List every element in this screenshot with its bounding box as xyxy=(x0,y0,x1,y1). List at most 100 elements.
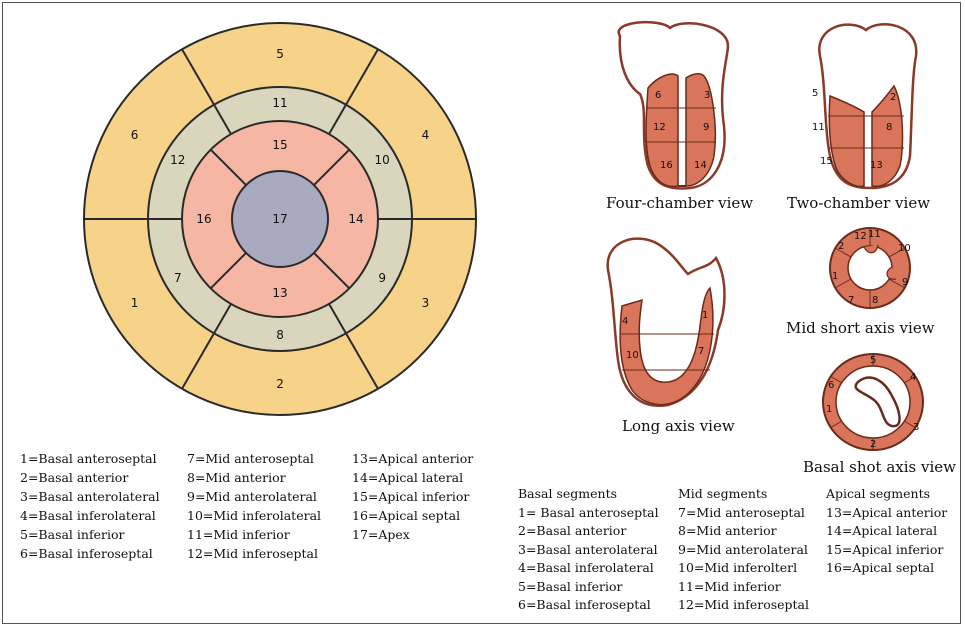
segment-label: 6 xyxy=(828,380,834,391)
segment-label: 1 xyxy=(826,404,832,415)
segment-label: 11 xyxy=(812,122,825,133)
long-axis-caption: Long axis view xyxy=(622,417,735,435)
legend-item: 5=Basal inferior xyxy=(20,525,160,544)
legend-item: 6=Basal inferoseptal xyxy=(518,596,659,615)
right-legend-basal: Basal segments 1= Basal anteroseptal 2=B… xyxy=(518,485,659,615)
segment-label: 12 xyxy=(653,122,666,133)
segment-label: 15 xyxy=(820,156,833,167)
two-chamber-view: 5 2 11 8 15 13 xyxy=(800,16,930,196)
legend-item: 16=Apical septal xyxy=(826,559,947,578)
segment-label: 5 xyxy=(870,355,876,366)
legend-item: 2=Basal anterior xyxy=(518,522,659,541)
segment-number-label: 3 xyxy=(422,296,430,310)
four-chamber-caption: Four-chamber view xyxy=(606,194,753,212)
legend-item: 15=Apical inferior xyxy=(352,487,473,506)
basal-short-axis-caption: Basal shot axis view xyxy=(803,458,956,476)
segment-label: 1 xyxy=(702,310,708,321)
segment-label: 4 xyxy=(622,316,628,327)
legend-item: 7=Mid anteroseptal xyxy=(678,504,809,523)
long-axis-view: 4 1 10 7 xyxy=(598,230,748,419)
segment-number-label: 17 xyxy=(272,212,287,226)
segment-number-label: 4 xyxy=(422,128,430,142)
legend-item: 10=Mid inferolateral xyxy=(187,506,321,525)
four-chamber-view: 6 3 12 9 16 14 xyxy=(600,16,740,196)
legend-item: 9=Mid anterolateral xyxy=(187,487,321,506)
segment-number-label: 7 xyxy=(174,271,182,285)
segment-number-label: 8 xyxy=(276,328,284,342)
segment-label: 10 xyxy=(626,350,639,361)
segment-label: 7 xyxy=(698,346,704,357)
segment-number-label: 6 xyxy=(131,128,139,142)
segment-number-label: 14 xyxy=(348,212,363,226)
legend-item: 8=Mid anterior xyxy=(187,468,321,487)
mid-short-axis-caption: Mid short axis view xyxy=(786,319,935,337)
legend-column-basal: 1=Basal anteroseptal 2=Basal anterior 3=… xyxy=(20,449,160,563)
segment-number-label: 10 xyxy=(375,153,390,167)
segment-label: 11 xyxy=(868,229,881,240)
legend-item: 4=Basal inferolateral xyxy=(518,559,659,578)
legend-item: 3=Basal anterolateral xyxy=(20,487,160,506)
legend-item: 4=Basal inferolateral xyxy=(20,506,160,525)
two-chamber-caption: Two-chamber view xyxy=(787,194,930,212)
segment-label: 8 xyxy=(886,122,892,133)
legend-header: Basal segments xyxy=(518,485,659,504)
segment-label: 2 xyxy=(838,241,844,252)
legend-item: 8=Mid anterior xyxy=(678,522,809,541)
legend-item: 10=Mid inferolterl xyxy=(678,559,809,578)
right-legend-apical: Apical segments 13=Apical anterior 14=Ap… xyxy=(826,485,947,578)
segment-label: 12 xyxy=(854,231,867,242)
segment-label: 9 xyxy=(703,122,709,133)
legend-header: Mid segments xyxy=(678,485,809,504)
segment-number-label: 1 xyxy=(131,296,139,310)
segment-number-label: 16 xyxy=(196,212,211,226)
segment-label: 10 xyxy=(898,243,911,254)
basal-short-axis-view: 5 6 4 1 3 2 xyxy=(818,350,928,460)
segment-label: 9 xyxy=(902,277,908,288)
legend-item: 5=Basal inferior xyxy=(518,578,659,597)
segment-label: 7 xyxy=(848,295,854,306)
segment-number-label: 5 xyxy=(276,47,284,61)
legend-item: 9=Mid anterolateral xyxy=(678,541,809,560)
segment-number-label: 11 xyxy=(272,96,287,110)
segment-label: 2 xyxy=(870,439,876,450)
legend-item: 13=Apical anterior xyxy=(352,449,473,468)
segment-label: 3 xyxy=(913,422,919,433)
legend-item: 11=Mid inferior xyxy=(187,525,321,544)
segment-label: 6 xyxy=(655,90,661,101)
legend-item: 17=Apex xyxy=(352,525,473,544)
segment-number-label: 13 xyxy=(272,286,287,300)
legend-item: 16=Apical septal xyxy=(352,506,473,525)
legend-column-apical: 13=Apical anterior 14=Apical lateral 15=… xyxy=(352,449,473,544)
segment-number-label: 12 xyxy=(170,153,185,167)
segment-label: 5 xyxy=(812,88,818,99)
legend-item: 1= Basal anteroseptal xyxy=(518,504,659,523)
segment-label: 16 xyxy=(660,160,673,171)
legend-item: 12=Mid inferoseptal xyxy=(678,596,809,615)
right-legend-mid: Mid segments 7=Mid anteroseptal 8=Mid an… xyxy=(678,485,809,615)
legend-item: 12=Mid inferoseptal xyxy=(187,544,321,563)
legend-item: 7=Mid anteroseptal xyxy=(187,449,321,468)
legend-item: 15=Apical inferior xyxy=(826,541,947,560)
segment-label: 13 xyxy=(870,160,883,171)
bullseye-diagram: 1234567891011121314151617 xyxy=(80,14,480,424)
segment-number-label: 9 xyxy=(378,271,386,285)
legend-item: 11=Mid inferior xyxy=(678,578,809,597)
mid-short-axis-view: 11 10 2 12 1 9 7 8 xyxy=(820,223,920,317)
legend-header: Apical segments xyxy=(826,485,947,504)
segment-label: 1 xyxy=(832,271,838,282)
legend-item: 14=Apical lateral xyxy=(352,468,473,487)
segment-label: 4 xyxy=(910,372,916,383)
segment-label: 2 xyxy=(890,92,896,103)
segment-label: 14 xyxy=(694,160,707,171)
legend-item: 1=Basal anteroseptal xyxy=(20,449,160,468)
legend-item: 6=Basal inferoseptal xyxy=(20,544,160,563)
segment-number-label: 2 xyxy=(276,377,284,391)
legend-item: 2=Basal anterior xyxy=(20,468,160,487)
segment-label: 8 xyxy=(872,295,878,306)
segment-number-label: 15 xyxy=(272,138,287,152)
legend-column-mid: 7=Mid anteroseptal 8=Mid anterior 9=Mid … xyxy=(187,449,321,563)
legend-item: 13=Apical anterior xyxy=(826,504,947,523)
legend-item: 3=Basal anterolateral xyxy=(518,541,659,560)
legend-item: 14=Apical lateral xyxy=(826,522,947,541)
segment-label: 3 xyxy=(704,90,710,101)
